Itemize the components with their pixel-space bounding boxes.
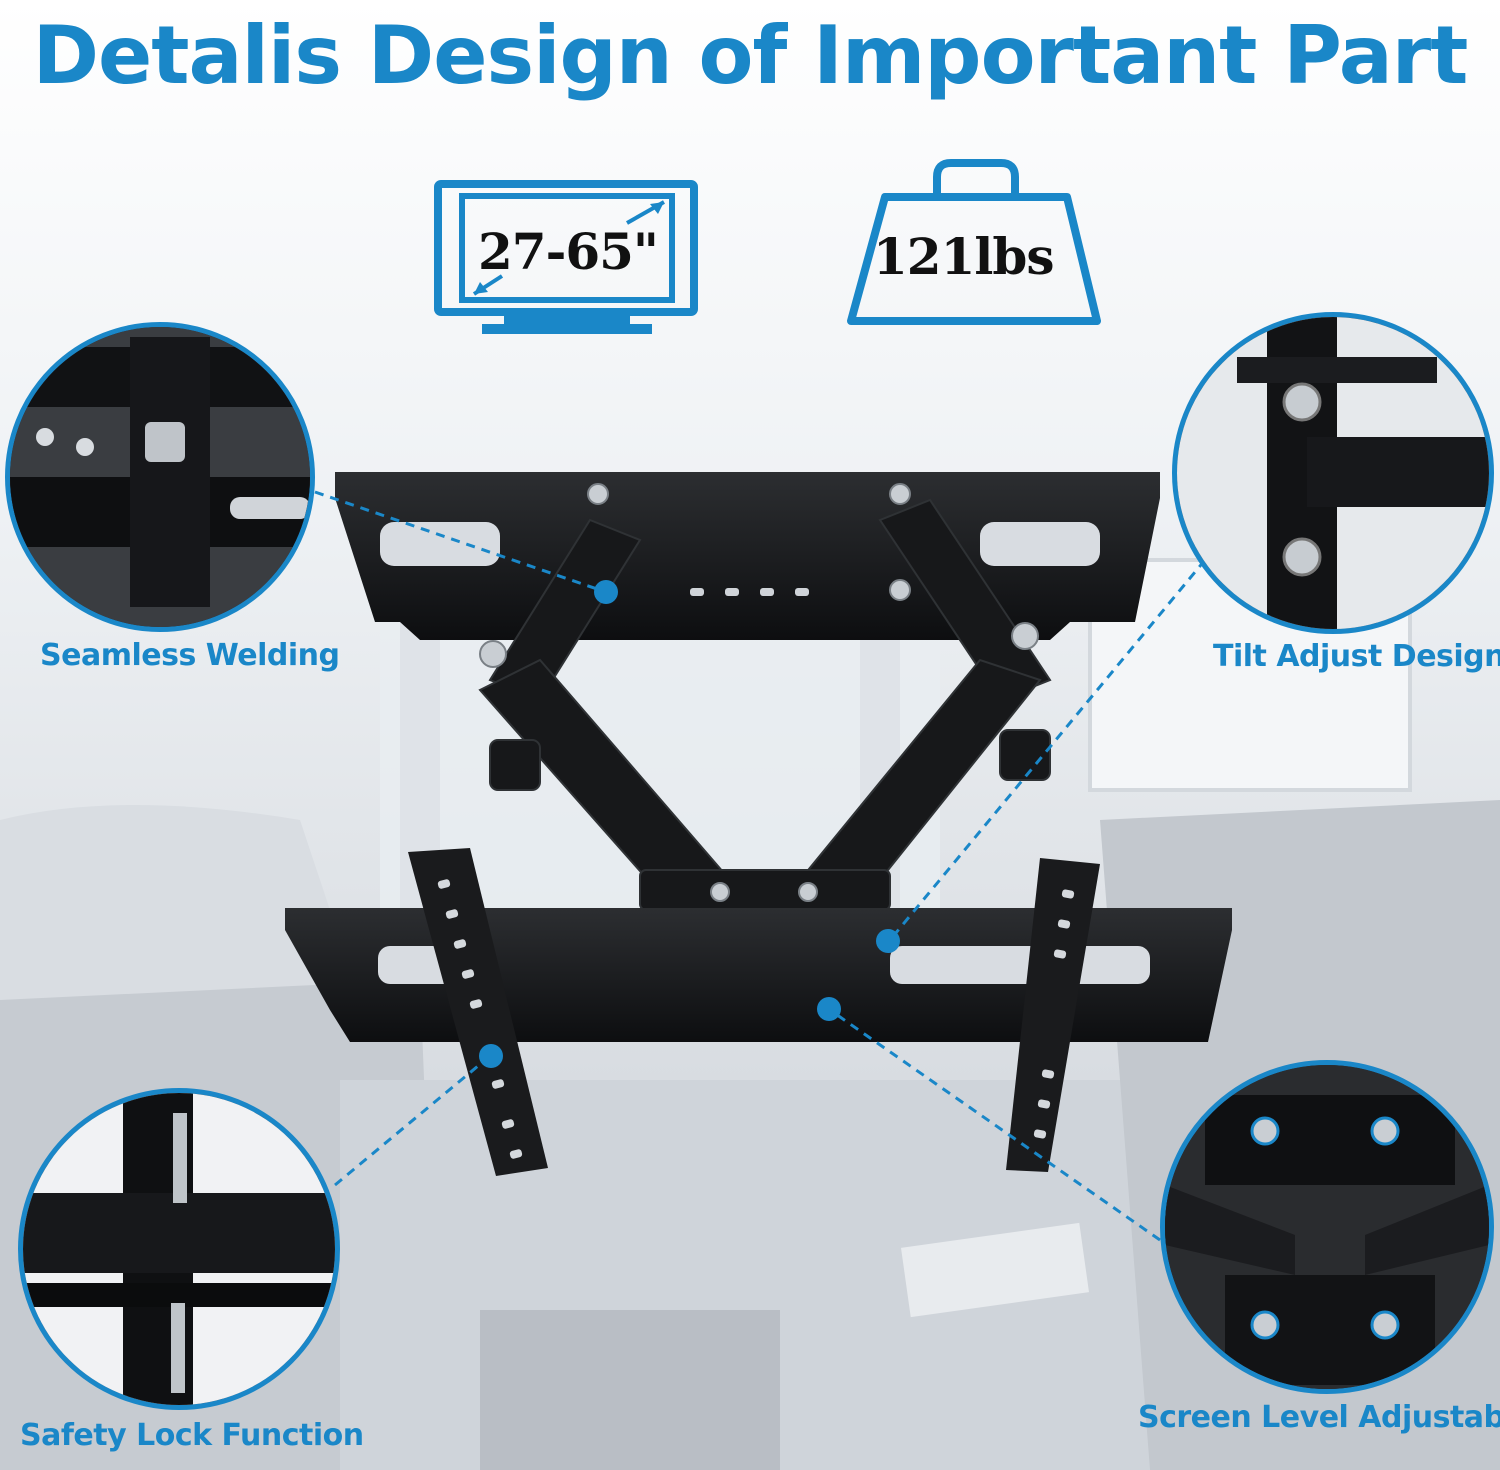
- detail-circle-safety-lock: [18, 1088, 340, 1410]
- feature-label-safety-lock: Safety Lock Function: [20, 1418, 364, 1453]
- weight-capacity-spec: 121lbs: [845, 155, 1105, 330]
- feature-label-seamless-welding: Seamless Welding: [40, 638, 340, 673]
- feature-label-tilt-adjust: Tilt Adjust Design: [1213, 639, 1500, 674]
- weight-icon: [847, 159, 1101, 325]
- feature-label-screen-level: Screen Level Adjustable: [1138, 1400, 1500, 1435]
- detail-circle-tilt-adjust: [1172, 312, 1494, 634]
- detail-circle-seamless-welding: [5, 322, 315, 632]
- screen-size-value: 27-65": [478, 222, 659, 281]
- screen-level-detail-image: [1165, 1065, 1489, 1389]
- tilt-detail-image: [1177, 317, 1489, 629]
- welding-detail-image: [10, 327, 310, 627]
- weight-capacity-value: 121lbs: [873, 227, 1054, 286]
- safety-lock-detail-image: [23, 1093, 335, 1405]
- tv-screen-icon: [434, 180, 698, 334]
- screen-size-spec: 27-65": [432, 178, 702, 340]
- detail-circle-screen-level: [1160, 1060, 1494, 1394]
- page-title: Detalis Design of Important Part: [32, 9, 1469, 102]
